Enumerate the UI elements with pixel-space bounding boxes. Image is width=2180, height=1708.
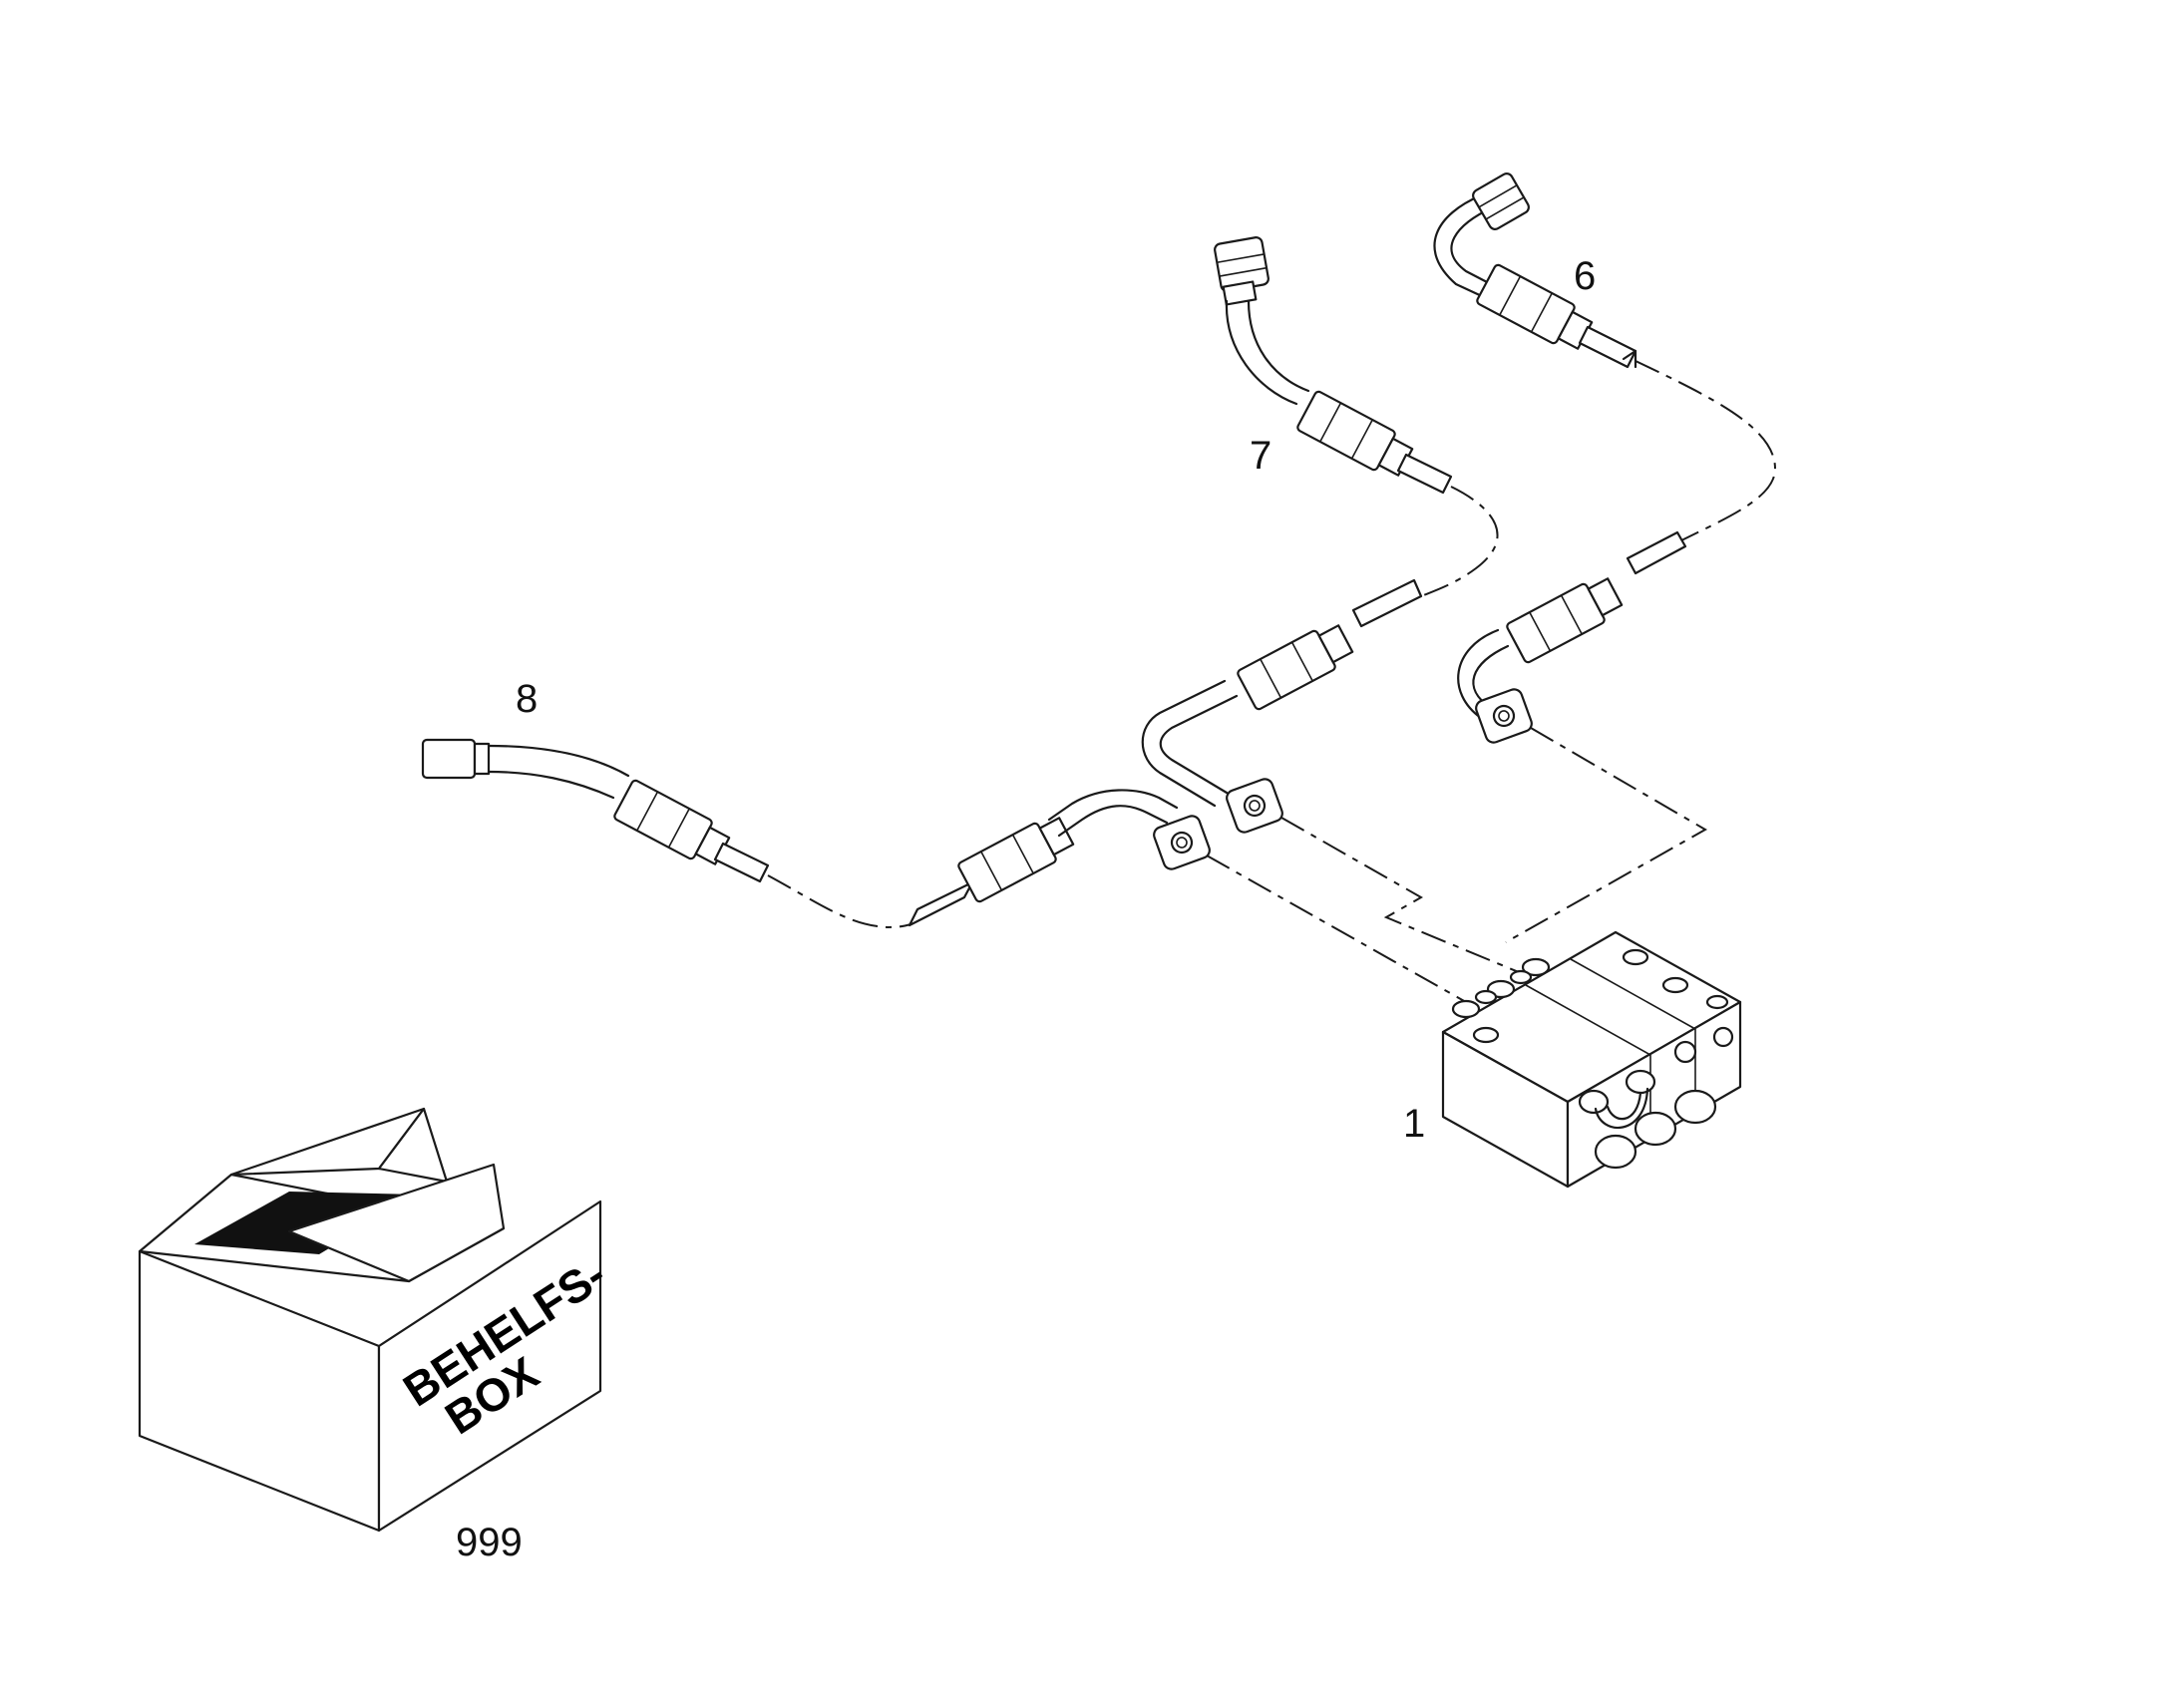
part-label-6: 6 (1574, 254, 1596, 298)
pipe-assembly-8 (421, 738, 1467, 1003)
part-label-999: 999 (456, 1521, 523, 1564)
distributor-block-1 (1441, 930, 1742, 1189)
part-label-7: 7 (1250, 434, 1272, 478)
part-label-8: 8 (516, 677, 538, 721)
pipe-assembly-7 (1141, 236, 1532, 978)
part-label-1: 1 (1403, 1102, 1425, 1146)
pipe-assembly-6 (1433, 172, 1777, 943)
auxiliary-box-999: BEHELFS- BOX (138, 1107, 614, 1533)
